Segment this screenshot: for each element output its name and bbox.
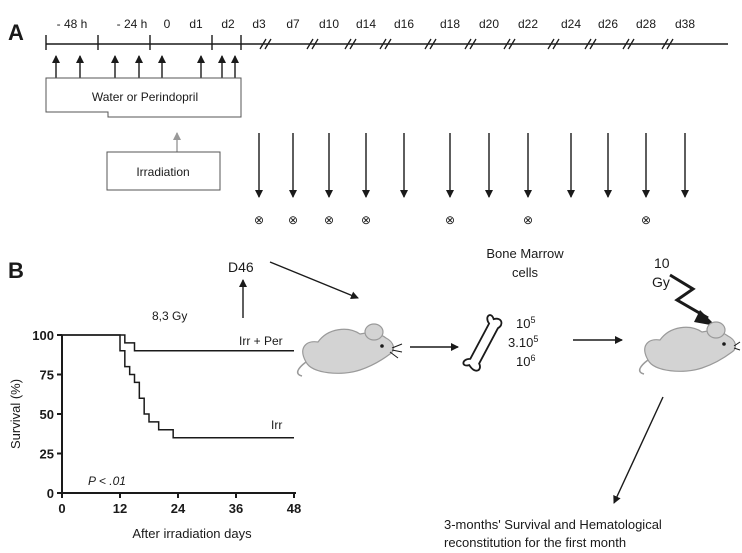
dose-value: 106 [516,353,535,369]
timeline-label: d38 [675,17,695,31]
survival-chart: 0 25 50 75 100 0 12 24 36 48 Survival (%) After … [8,328,301,541]
timeline-label: - 48 h [57,17,88,31]
timeline-label: d16 [394,17,414,31]
timeline-label: d18 [440,17,460,31]
arrow-icon [269,261,359,300]
x-ticks: 0 12 24 36 48 [58,493,301,516]
sample-marks: ⊗ ⊗ ⊗ ⊗ ⊗ ⊗ ⊗ [254,213,651,227]
panel-b-label: B [8,258,24,283]
lightning-icon [669,273,716,326]
treatment-label: Water or Perindopril [92,90,198,104]
y-axis-title: Survival (%) [8,379,23,449]
timeline-label: d20 [479,17,499,31]
timeline-label: 0 [164,17,171,31]
timeline-label: - 24 h [117,17,148,31]
timeline-label: d22 [518,17,538,31]
y-tick-label: 25 [40,447,54,462]
x-tick-label: 48 [287,501,301,516]
otimes-icon: ⊗ [641,213,651,227]
timeline-breaks [259,38,674,50]
dose-arrows [52,55,239,78]
timeline-label: d2 [221,17,235,31]
treatment-box [45,77,242,118]
p-value-label: P < .01 [88,474,126,488]
series-lines [62,334,294,439]
series-line-irr [62,334,294,439]
bone-marrow-label: Bone Marrow [486,246,564,261]
irradiation-label: Irradiation [136,165,189,179]
otimes-icon: ⊗ [254,213,264,227]
recipient-dose-label: 10 [654,255,670,271]
otimes-icon: ⊗ [445,213,455,227]
recipient-dose-unit: Gy [652,274,670,290]
cell-doses: 105 3.105 106 [508,315,538,369]
y-tick-label: 100 [32,328,54,343]
bone-marrow-label-2: cells [512,265,539,280]
dose-value: 3.105 [508,334,538,350]
y-tick-label: 50 [40,407,54,422]
outcome-label: 3-months' Survival and Hematological [444,517,662,532]
y-ticks: 0 25 50 75 100 [32,328,62,501]
x-tick-label: 0 [58,501,65,516]
irradiation-box [106,151,221,191]
x-tick-label: 36 [229,501,243,516]
timeline-label: d3 [252,17,266,31]
arrow-icon [613,396,664,504]
timeline-label: d1 [189,17,203,31]
x-tick-label: 12 [113,501,127,516]
otimes-icon: ⊗ [324,213,334,227]
dose-label: 8,3 Gy [152,309,187,323]
timeline-label: d26 [598,17,618,31]
y-tick-label: 75 [40,368,54,383]
sample-arrows [255,133,689,198]
series-label-irr: Irr [271,418,282,432]
bone-icon [462,314,503,372]
outcome-label-2: reconstitution for the first month [444,535,626,550]
donor-mouse-icon [296,323,403,377]
series-label-irr-per: Irr + Per [239,334,283,348]
timeline-label: d7 [286,17,300,31]
x-tick-label: 24 [171,501,186,516]
dose-value: 105 [516,315,535,331]
recipient-mouse-icon [638,321,741,375]
otimes-icon: ⊗ [288,213,298,227]
y-tick-label: 0 [47,486,54,501]
timeline-label: d14 [356,17,376,31]
d46-label: D46 [228,259,254,275]
timeline-labels: - 48 h - 24 h 0 d1 d2 d3 d7 d10 d14 d16 … [57,17,696,31]
timeline-label: d28 [636,17,656,31]
otimes-icon: ⊗ [523,213,533,227]
x-axis-title: After irradiation days [132,526,252,541]
otimes-icon: ⊗ [361,213,371,227]
panel-a-label: A [8,20,24,45]
timeline-label: d24 [561,17,581,31]
timeline-label: d10 [319,17,339,31]
